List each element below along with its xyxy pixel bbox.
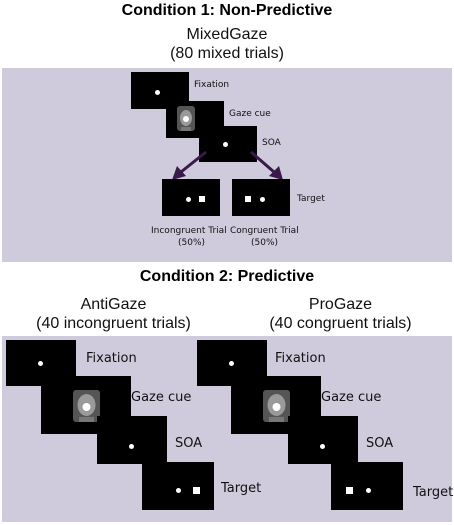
antigaze-soa-label: SOA bbox=[175, 436, 203, 451]
antigaze-soa-screen bbox=[97, 416, 167, 464]
antigaze-block-name: AntiGaze bbox=[80, 296, 147, 313]
target-square bbox=[199, 196, 205, 202]
progaze-target-screen bbox=[331, 462, 403, 510]
antigaze-block-desc: (40 incongruent trials) bbox=[36, 315, 191, 332]
fixation-dot bbox=[260, 197, 265, 202]
fixation-dot bbox=[229, 361, 234, 366]
progaze-soa-screen bbox=[288, 416, 358, 464]
c1-gazecue-screen bbox=[166, 101, 224, 138]
c1-congruent-target-screen bbox=[232, 179, 290, 216]
target-square bbox=[245, 196, 251, 202]
c1-congruent-pct: (50%) bbox=[251, 238, 279, 248]
c1-target-label: Target bbox=[297, 194, 325, 204]
c1-incongruent-label: Incongruent Trial bbox=[151, 226, 227, 236]
c1-soa-label: SOA bbox=[262, 138, 281, 148]
mixedgaze-block-name: MixedGaze bbox=[186, 26, 268, 43]
antigaze-fixation-label: Fixation bbox=[86, 351, 137, 366]
face-icon bbox=[177, 106, 195, 131]
fixation-dot bbox=[129, 444, 134, 449]
condition1-panel bbox=[2, 68, 452, 262]
c1-congruent-label: Congruent Trial bbox=[230, 226, 299, 236]
fixation-dot bbox=[186, 197, 191, 202]
progaze-soa-label: SOA bbox=[366, 436, 394, 451]
fixation-dot bbox=[155, 90, 160, 95]
progaze-block-name: ProGaze bbox=[308, 296, 373, 313]
face-icon bbox=[263, 390, 290, 422]
progaze-gazecue-screen bbox=[231, 376, 321, 434]
arrow-right-icon bbox=[250, 150, 283, 180]
arrow-left-icon bbox=[172, 150, 207, 180]
antigaze-gazecue-label: Gaze cue bbox=[131, 390, 192, 405]
fixation-dot bbox=[320, 444, 325, 449]
c1-incongruent-target-screen bbox=[162, 179, 220, 216]
antigaze-target-label: Target bbox=[221, 481, 262, 496]
face-icon bbox=[73, 390, 100, 422]
antigaze-target-screen bbox=[142, 462, 214, 510]
fixation-dot bbox=[38, 361, 43, 366]
condition2-title: Condition 2: Predictive bbox=[139, 268, 315, 285]
progaze-fixation-label: Fixation bbox=[275, 351, 326, 366]
mixedgaze-block-desc: (80 mixed trials) bbox=[170, 45, 284, 62]
c1-gazecue-label: Gaze cue bbox=[229, 109, 271, 119]
target-square bbox=[346, 487, 353, 494]
target-square bbox=[193, 487, 200, 494]
fixation-dot bbox=[176, 488, 181, 493]
fixation-dot bbox=[366, 488, 371, 493]
progaze-block-desc: (40 congruent trials) bbox=[269, 315, 412, 332]
fixation-dot bbox=[223, 142, 228, 147]
progaze-target-label: Target bbox=[413, 485, 454, 500]
progaze-gazecue-label: Gaze cue bbox=[321, 390, 382, 405]
c1-incongruent-pct: (50%) bbox=[178, 238, 206, 248]
c1-soa-screen bbox=[199, 126, 257, 162]
branch-arrows bbox=[172, 150, 283, 180]
c1-fixation-label: Fixation bbox=[194, 80, 230, 90]
condition1-title: Condition 1: Non-Predictive bbox=[121, 2, 333, 19]
